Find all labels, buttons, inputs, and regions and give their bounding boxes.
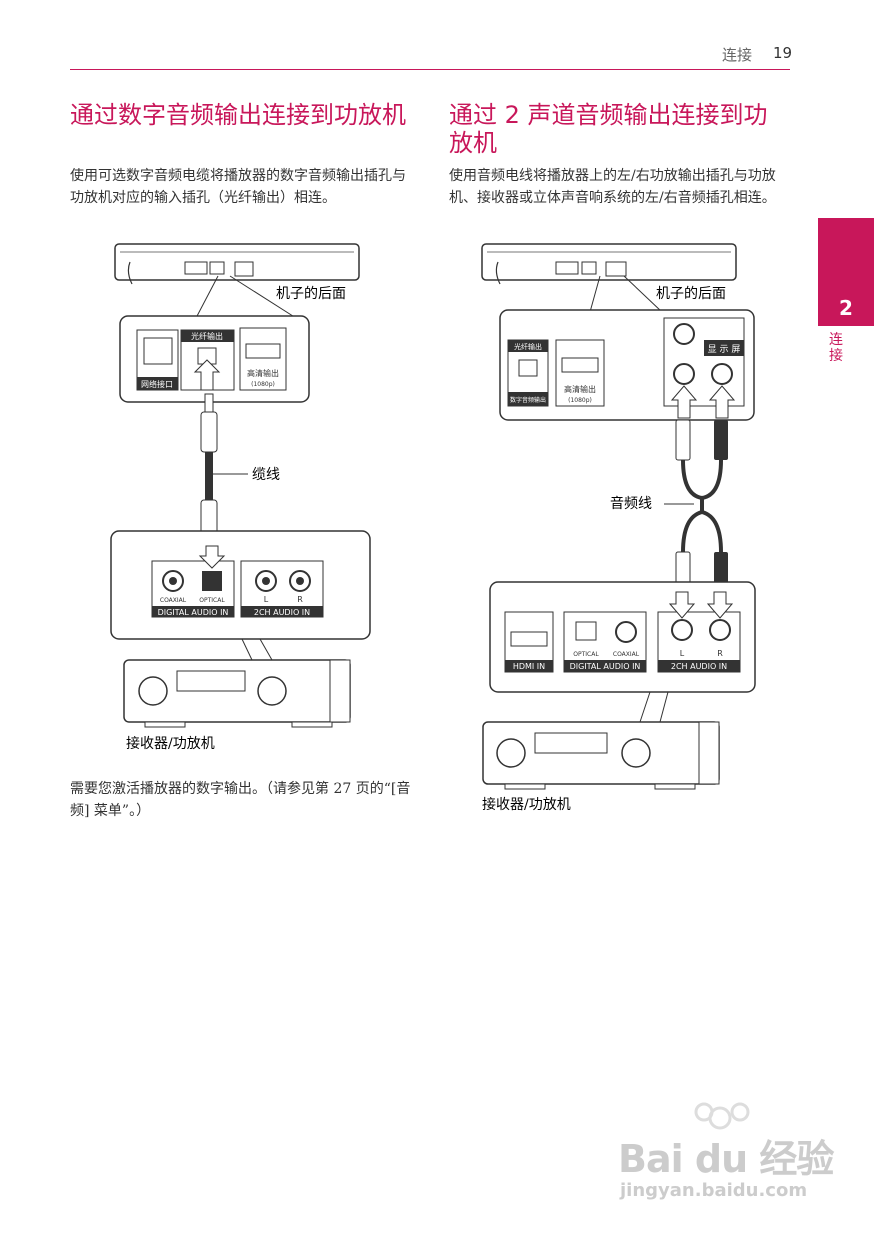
optical-cable <box>200 393 248 557</box>
player-rear-label-right: 机子的后面 <box>656 286 726 302</box>
r-label-right: R <box>717 649 723 658</box>
receiver-label-left: 接收器/功放机 <box>126 735 215 752</box>
hdmi-out-port-left <box>239 327 287 391</box>
player-jacks-callout-left <box>119 315 310 403</box>
hdmi-out-sub-right: (1080p) <box>568 397 592 404</box>
digital-audio-in-label-left: DIGITAL AUDIO IN <box>158 608 229 617</box>
chapter-tab-label: 连接 <box>829 332 843 364</box>
coaxial-label-right: COAXIAL <box>613 651 640 658</box>
player-rear-panel-left <box>114 243 360 319</box>
hdmi-in-label-right: HDMI IN <box>513 662 545 671</box>
watermark-line1: Bai du 经验 <box>618 1137 834 1181</box>
optical-in-label-left: OPTICAL <box>199 597 225 604</box>
receiver-jacks-callout-left <box>110 530 371 640</box>
chapter-tab: 2 <box>818 218 874 326</box>
receiver-illustration-left <box>123 659 351 728</box>
watermark-line2: jingyan.baidu.com <box>620 1180 808 1201</box>
digital-audio-out-label-right: 数字音频输出 <box>510 396 546 404</box>
receiver-jacks-callout-right <box>489 581 756 693</box>
hdmi-out-sub-left: (1080p) <box>251 381 275 388</box>
hdmi-out-port-right <box>555 339 605 407</box>
2ch-audio-in-label-left: 2CH AUDIO IN <box>254 608 310 617</box>
optical-out-port-left <box>180 329 235 391</box>
display-label-right: 显 示 屏 <box>708 344 741 355</box>
running-header-section: 连接 <box>722 46 753 64</box>
left-section-title: 通过数字音频输出连接到功放机 <box>70 101 406 129</box>
coaxial-label-left: COAXIAL <box>160 597 187 604</box>
l-label-left: L <box>264 595 269 604</box>
hdmi-in-port-right <box>504 611 554 673</box>
audio-cable-label: 音频线 <box>610 495 652 512</box>
receiver-label-right: 接收器/功放机 <box>482 796 571 813</box>
optical-out-label-right: 光纤输出 <box>514 342 542 351</box>
page-number: 19 <box>773 44 793 62</box>
r-label-left: R <box>297 595 303 604</box>
l-label-right: L <box>680 649 685 658</box>
hdmi-out-label-left: 高清输出 <box>247 368 279 378</box>
optical-out-label-left: 光纤输出 <box>191 331 223 341</box>
digital-audio-in-label-right: DIGITAL AUDIO IN <box>570 662 641 671</box>
audio-out-jacks-right <box>663 317 745 407</box>
player-rear-panel-right <box>481 243 737 313</box>
player-rear-label-left: 机子的后面 <box>276 286 346 302</box>
2ch-audio-in-label-right: 2CH AUDIO IN <box>671 662 727 671</box>
optical-in-label-right: OPTICAL <box>573 651 599 658</box>
receiver-illustration-right <box>482 721 720 790</box>
digital-audio-in-right <box>563 611 647 673</box>
lan-port-label: 网络接口 <box>141 379 173 389</box>
header-rule <box>70 69 790 70</box>
stereo-audio-cable <box>664 419 728 593</box>
left-section-note: 需要您激活播放器的数字输出。（请参见第 27 页的“[音频] 菜单”。） <box>70 781 411 819</box>
left-section-body: 使用可选数字音频电缆将播放器的数字音频输出插孔与功放机对应的输入插孔（光纤输出）… <box>70 168 406 206</box>
right-section-title: 通过 2 声道音频输出连接到功放机 <box>449 101 768 157</box>
chapter-number: 2 <box>839 296 853 320</box>
lan-port <box>136 329 179 391</box>
hdmi-out-label-right: 高清输出 <box>564 384 596 394</box>
2ch-audio-in-right <box>657 611 741 673</box>
right-section-body: 使用音频电线将播放器上的左/右功放输出插孔与功放机、接收器或立体声音响系统的左/… <box>449 168 776 206</box>
optical-cable-label: 缆线 <box>252 467 280 483</box>
optical-out-port-right <box>507 339 549 407</box>
player-jacks-callout-right <box>499 309 755 421</box>
